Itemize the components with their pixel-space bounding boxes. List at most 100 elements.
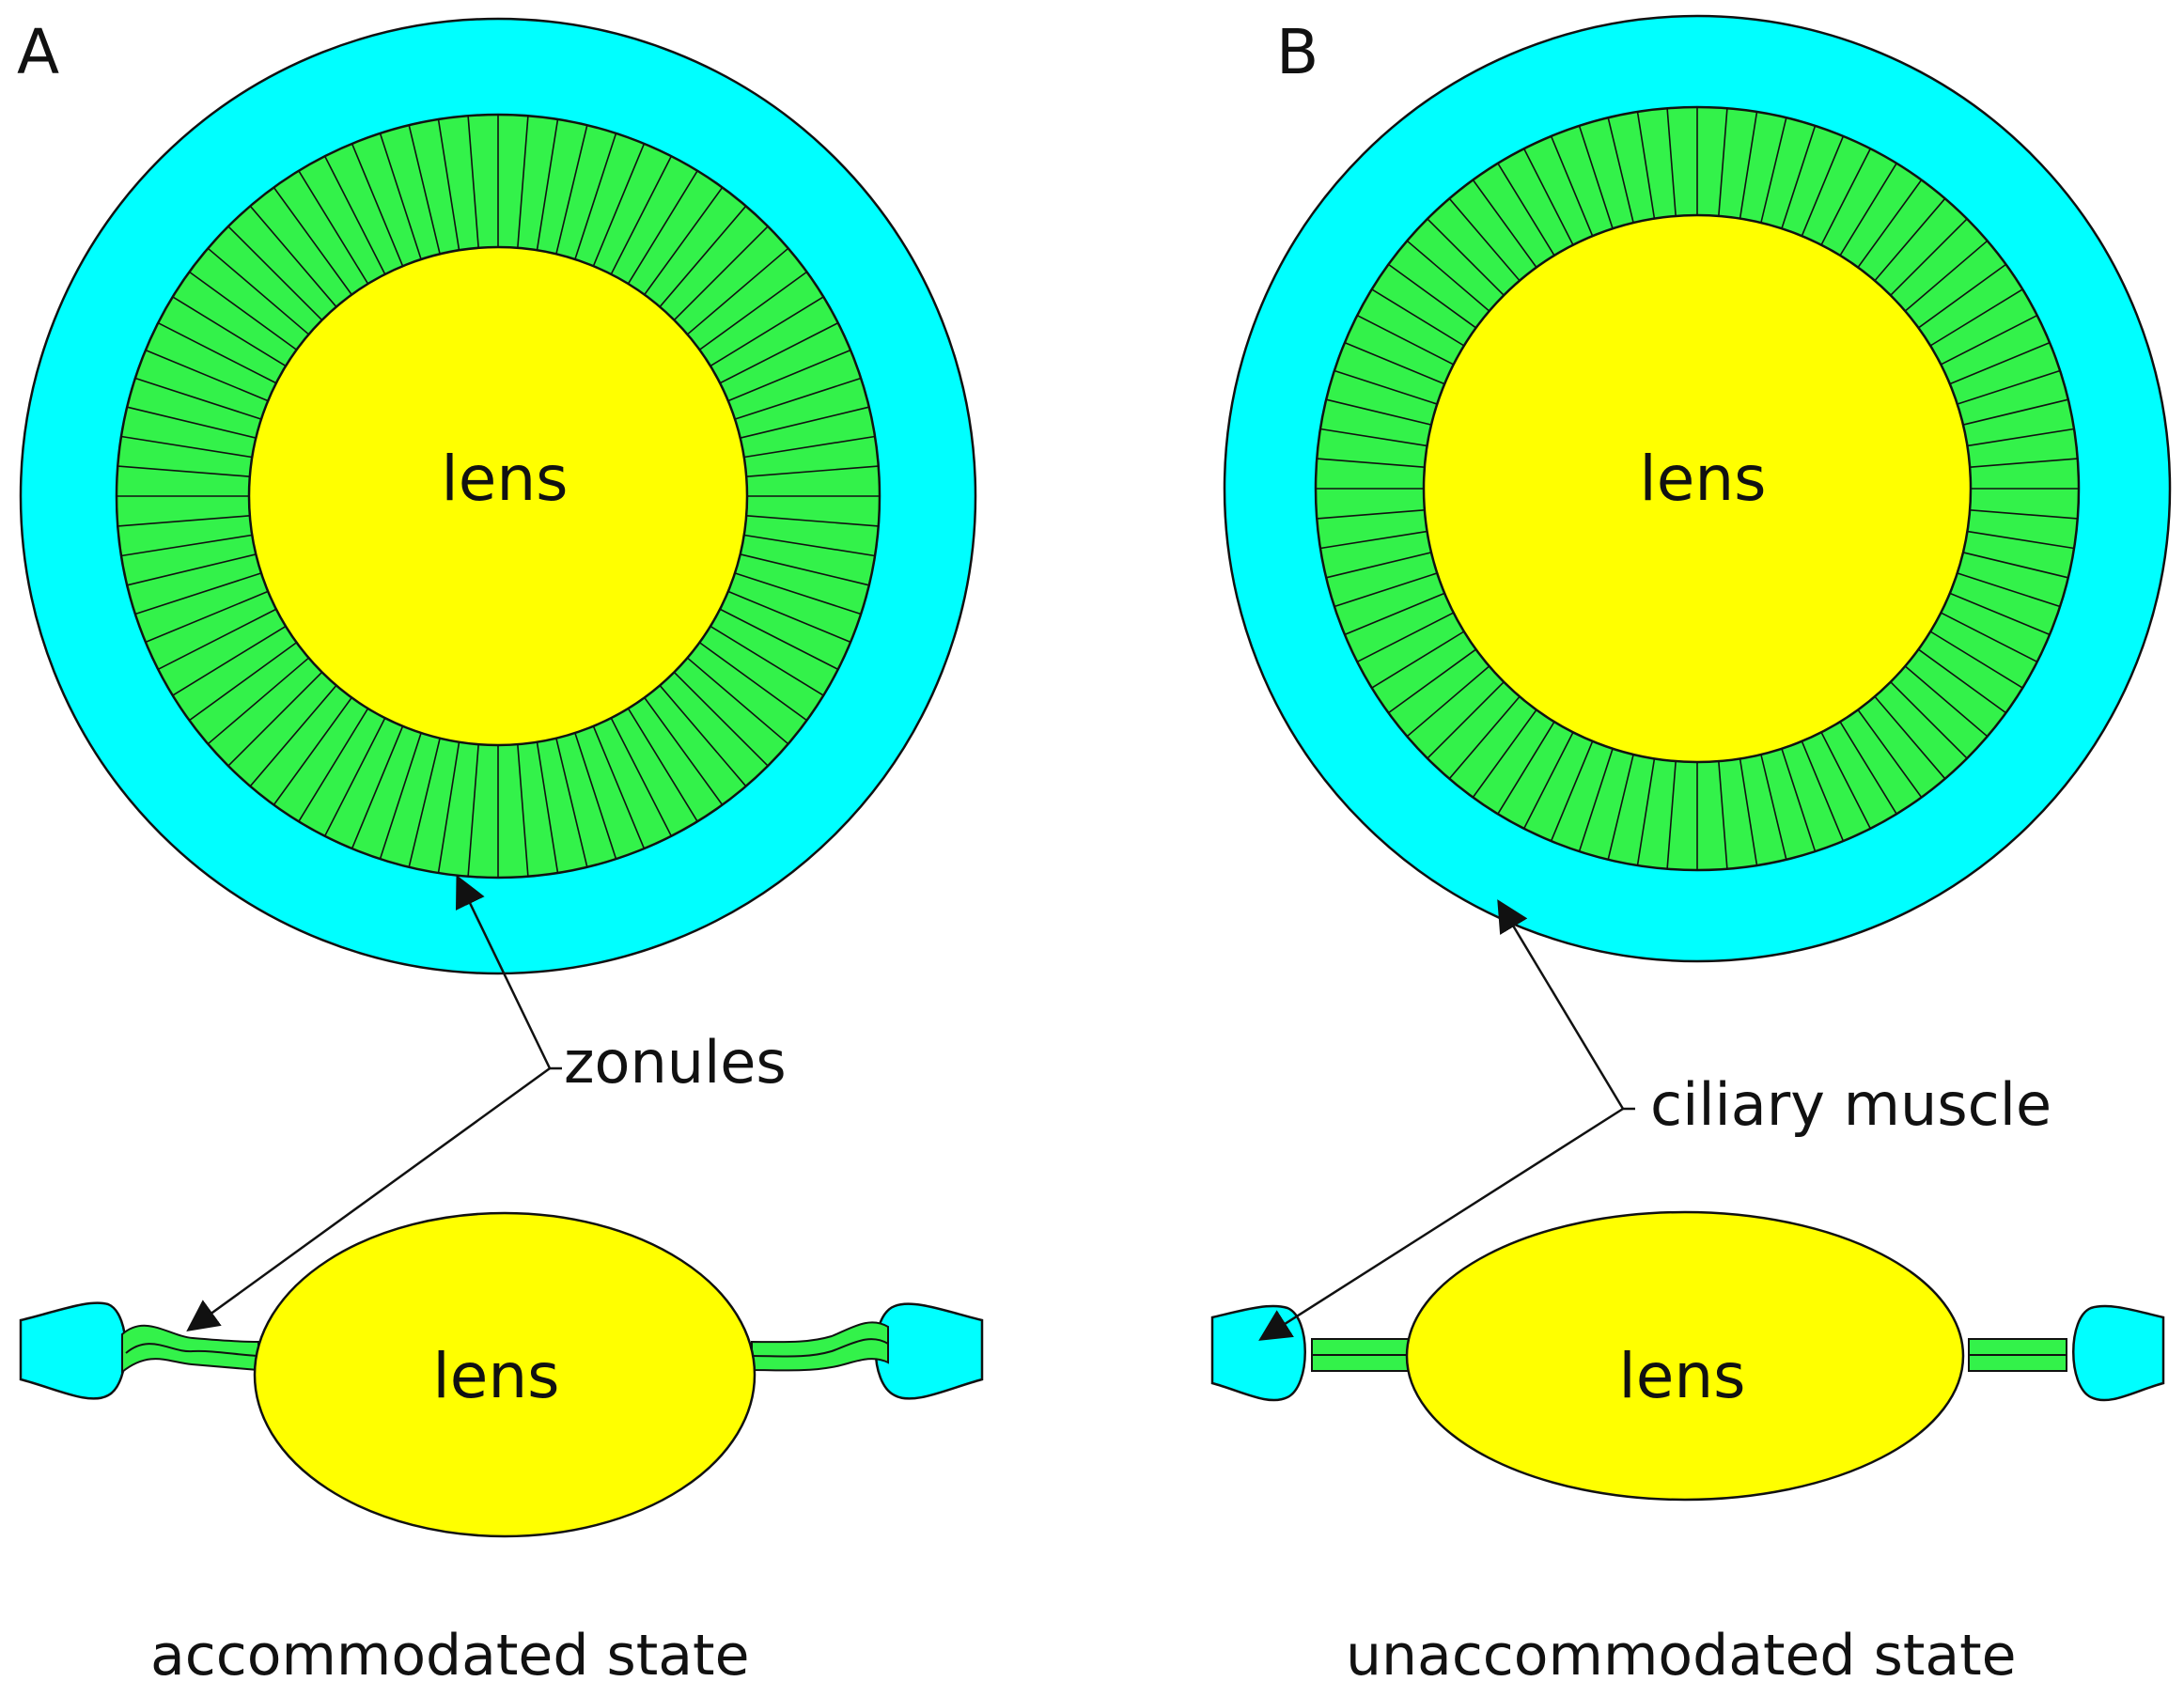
panel-a-zonule-fiber xyxy=(516,741,529,877)
zonules-callout: zonules xyxy=(186,874,787,1331)
panel-a-zonule-fiber xyxy=(437,739,460,874)
panel-a-zonule-fiber xyxy=(707,624,824,696)
panel-a-zonule-fiber xyxy=(626,705,698,822)
panel-b-zonule-fiber xyxy=(1915,263,2006,331)
panel-a-lens-side-label: lens xyxy=(432,1340,559,1412)
panel-b-zonule-fiber xyxy=(1388,646,1479,714)
panel-a-zonule-fiber xyxy=(717,321,839,385)
panel-a-zonule-fiber xyxy=(516,116,529,251)
panel-b-zonule-fiber xyxy=(1800,738,1845,842)
panel-a-zonule-fiber xyxy=(323,715,387,837)
zonules-arrow-bottom xyxy=(186,1066,551,1331)
panel-b-zonule-fiber xyxy=(1371,629,1467,689)
panel-b-zonule-fiber xyxy=(1818,729,1872,830)
panel-b-zonule-fiber xyxy=(1317,458,1427,469)
panel-b-zonule-fiber xyxy=(1522,148,1576,248)
panel-b-zonule-fiber xyxy=(1818,148,1872,248)
panel-a-lens-side xyxy=(253,1211,757,1538)
panel-b-zonule-fiber xyxy=(1326,551,1435,579)
panel-a-zonule-fiber xyxy=(408,735,442,867)
panel-a-zonule-fiber xyxy=(145,349,272,403)
panel-b-zonule-fiber xyxy=(1964,428,2075,447)
panel-a-zonule-fiber xyxy=(172,296,289,368)
panel-b-zonule-fiber xyxy=(1927,629,2023,689)
panel-a-side-view: lens xyxy=(19,1211,984,1538)
panel-a-zonule-fiber xyxy=(134,571,265,615)
panel-a-zonule-fiber xyxy=(717,607,839,671)
panel-a-zonule-fibers xyxy=(117,115,880,878)
panel-b-zonule-fiber xyxy=(1388,263,1479,331)
zonules-arrow-top xyxy=(455,874,552,1069)
panel-a-zonule-fiber xyxy=(323,155,387,277)
panel-b-zonule-fiber xyxy=(1326,398,1435,427)
panel-a-zonule-fiber xyxy=(207,247,312,337)
panel-b-zonule-fiber xyxy=(1780,745,1817,852)
panel-b-zonule-fiber xyxy=(1967,458,2078,469)
panel-b-zonule-fiber xyxy=(1406,663,1492,738)
panel-a-zonule-fiber xyxy=(120,435,256,459)
panel-b-zonule-fiber xyxy=(1872,693,1946,780)
panel-b-zonule-fiber xyxy=(1448,197,1522,284)
panel-a-zonule-left xyxy=(121,1324,259,1375)
panel-a-zonule-fiber xyxy=(671,226,769,323)
panel-b-zonule-fiber xyxy=(1371,288,1467,349)
panel-b-zonule-fiber xyxy=(1938,610,2038,663)
panel-b-zonule-fiber xyxy=(1938,314,2038,367)
panel-a-zonule-fiber xyxy=(671,669,769,767)
panel-a-zonule-fiber xyxy=(684,247,789,337)
panel-a-ciliary-muscle-left xyxy=(19,1301,127,1400)
panel-a-zonule-fiber xyxy=(189,640,300,722)
panel-b-lens-side xyxy=(1405,1210,1965,1502)
panel-a-zonule-fiber xyxy=(207,655,312,745)
panel-a-zonule-fiber xyxy=(437,118,460,254)
panel-b-zonule-fiber xyxy=(1954,369,2061,406)
panel-a-zonule-fiber xyxy=(273,694,354,805)
panel-b-zonule-fiber xyxy=(1356,610,1457,663)
panel-a-zonule-fiber xyxy=(741,435,876,459)
panel-a-zonule-fiber xyxy=(609,715,673,837)
panel-a-zonule-fiber xyxy=(117,465,253,478)
panel-a-zonule-fiber xyxy=(609,155,673,277)
panel-a-zonule-left-divider xyxy=(125,1343,259,1357)
panel-b-zonule-fiber xyxy=(1780,125,1817,232)
panel-b-zonule-fiber xyxy=(1356,314,1457,367)
panel-b-zonule-fiber xyxy=(1872,197,1946,284)
panel-b-zonule-fiber xyxy=(1855,179,1923,271)
panel-a-zonule-right xyxy=(751,1321,889,1372)
panel-b-zonule-fiber xyxy=(1759,751,1787,860)
panel-b-zonule-fiber xyxy=(1759,117,1787,226)
panel-b-zonule-fiber xyxy=(1448,693,1522,780)
panel-b-zonule-fiber xyxy=(1888,679,1968,759)
panel-b-letter: B xyxy=(1276,16,1318,88)
panel-a-zonule-fiber xyxy=(127,553,259,586)
ciliary-muscle-arrow-bottom xyxy=(1258,1107,1624,1341)
panel-b-zonule-fiber xyxy=(1800,135,1845,240)
panel-b-caption: unaccommodated state xyxy=(1346,1623,2017,1689)
panel-a-zonule-fiber xyxy=(573,132,617,263)
panel-a-zonule-fiber xyxy=(249,682,339,787)
panel-a-zonule-fiber xyxy=(227,669,325,767)
panel-b-zonule-fiber xyxy=(1497,163,1557,258)
panel-b-zonule-fiber xyxy=(1522,729,1576,830)
panel-a-zonule-fiber xyxy=(120,534,256,557)
panel-a-zonule-fiber xyxy=(737,406,869,440)
panel-a-zonule-fiber xyxy=(707,296,824,368)
panel-b-top-view: lens xyxy=(1223,14,2172,963)
panel-a-zonule-fiber xyxy=(554,735,588,867)
panel-b-lens-top-label: lens xyxy=(1639,443,1766,515)
panel-b-zonule-fiber xyxy=(1888,218,1968,298)
panel-b-side-view: lens xyxy=(1210,1210,2165,1502)
panel-a: A lens lens accommodated state xyxy=(17,16,984,1689)
panel-b-zonule-fiber xyxy=(1837,163,1897,258)
panel-a-zonule-fiber xyxy=(731,571,862,615)
panel-b-ciliary-muscle-right xyxy=(2072,1304,2165,1402)
panel-b-zonule-fiber xyxy=(1855,707,1923,798)
panel-a-lens-top-label: lens xyxy=(441,443,568,515)
panel-b-zonule-fiber xyxy=(1739,111,1758,222)
panel-a-zonule-fiber xyxy=(298,705,370,822)
panel-a-zonule-fiber xyxy=(408,125,442,257)
panel-a-zonule-fiber xyxy=(157,607,279,671)
panel-a-lens-top xyxy=(247,245,749,747)
